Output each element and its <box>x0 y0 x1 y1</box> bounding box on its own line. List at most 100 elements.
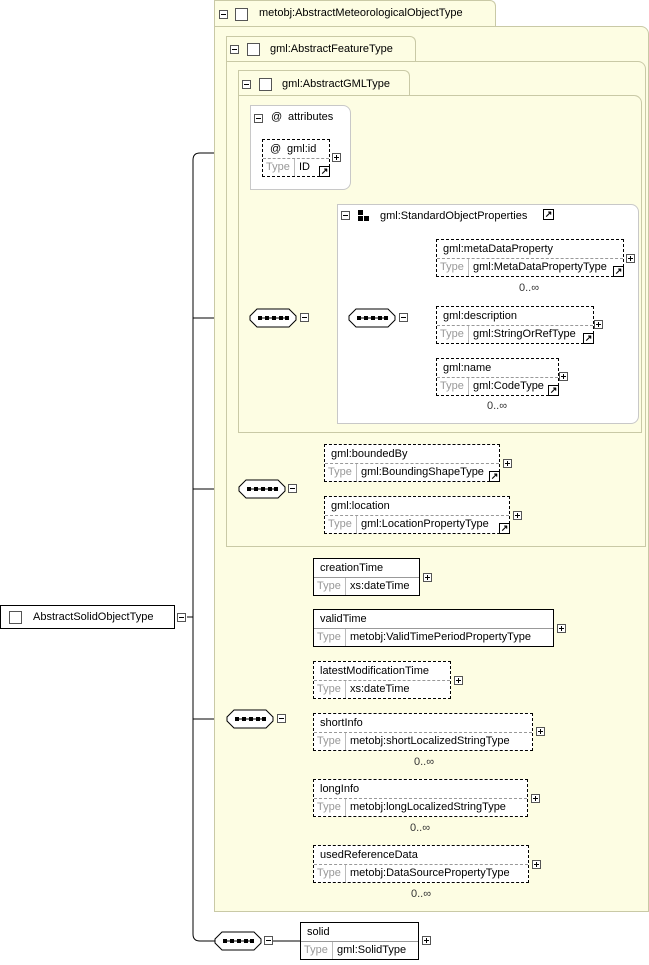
occurrence-label: 0..∞ <box>411 888 432 900</box>
group-name: gml:StandardObjectProperties <box>380 210 528 222</box>
type-value: xs:dateTime <box>350 683 410 695</box>
expand-icon[interactable] <box>594 320 603 329</box>
type-key: Type <box>314 799 346 816</box>
complex-type-icon <box>9 611 22 624</box>
type-link-arrow-icon[interactable]: ↗ <box>489 471 500 482</box>
element-name: gml:name <box>443 362 492 374</box>
type-value: metobj:shortLocalizedStringType <box>350 735 510 747</box>
element-valid-time[interactable]: validTime Type metobj:ValidTimePeriodProp… <box>313 609 554 647</box>
type-key: Type <box>437 378 469 395</box>
sequence-compositor-icon[interactable] <box>214 931 262 951</box>
type-link-arrow-icon[interactable]: ↗ <box>613 266 624 277</box>
attributes-label: attributes <box>288 111 334 123</box>
type-link-arrow-icon[interactable]: ↗ <box>499 523 510 534</box>
type-value: metobj:DataSourcePropertyType <box>350 867 510 879</box>
element-name: usedReferenceData <box>320 849 418 861</box>
root-type-box[interactable]: AbstractSolidObjectType <box>0 605 175 629</box>
expand-icon[interactable] <box>532 860 541 869</box>
type-value: xs:dateTime <box>350 580 410 592</box>
collapse-icon[interactable] <box>277 714 286 723</box>
complex-type-icon <box>259 78 272 91</box>
type-key: Type <box>314 681 346 698</box>
element-name[interactable]: gml:name Type gml:CodeType ↗ <box>436 358 559 396</box>
sequence-compositor-icon[interactable] <box>348 308 396 328</box>
occurrence-label: 0..∞ <box>410 822 431 834</box>
type-key: Type <box>314 629 346 646</box>
root-type-name: AbstractSolidObjectType <box>33 611 154 623</box>
expand-icon[interactable] <box>531 794 540 803</box>
type-value: metobj:longLocalizedStringType <box>350 801 506 813</box>
expand-icon[interactable] <box>422 936 431 945</box>
collapse-icon[interactable] <box>242 80 251 89</box>
expand-icon[interactable] <box>503 459 512 468</box>
collapse-icon[interactable] <box>219 10 228 19</box>
type-key: Type <box>314 865 346 882</box>
element-long-info[interactable]: longInfo Type metobj:longLocalizedStringT… <box>313 779 528 817</box>
element-latest-modification-time[interactable]: latestModificationTime Type xs:dateTime <box>313 661 451 699</box>
expand-icon[interactable] <box>536 727 545 736</box>
extension-meteo-label: metobj:AbstractMeteorologicalObjectType <box>259 7 463 19</box>
element-name: gml:boundedBy <box>331 448 408 460</box>
occurrence-label: 0..∞ <box>519 282 540 294</box>
type-key: Type <box>325 464 357 481</box>
type-link-arrow-icon[interactable]: ↗ <box>583 333 594 344</box>
collapse-icon[interactable] <box>264 936 273 945</box>
type-link-arrow-icon[interactable]: ↗ <box>548 385 559 396</box>
collapse-icon[interactable] <box>177 613 186 622</box>
extension-feature-tab: gml:AbstractFeatureType <box>226 36 416 62</box>
collapse-icon[interactable] <box>341 211 350 220</box>
type-key: Type <box>314 733 346 750</box>
expand-icon[interactable] <box>332 153 341 162</box>
extension-gml-tab: gml:AbstractGMLType <box>238 70 410 96</box>
type-value: gml:SolidType <box>337 944 407 956</box>
type-key: Type <box>301 942 333 959</box>
expand-icon[interactable] <box>626 254 635 263</box>
group-icon <box>358 210 370 222</box>
collapse-icon[interactable] <box>300 313 309 322</box>
element-name: creationTime <box>320 562 384 574</box>
element-name: gml:description <box>443 310 517 322</box>
collapse-icon[interactable] <box>399 313 408 322</box>
collapse-icon[interactable] <box>288 484 297 493</box>
occurrence-label: 0..∞ <box>414 756 435 768</box>
element-name: latestModificationTime <box>320 665 430 677</box>
element-short-info[interactable]: shortInfo Type metobj:shortLocalizedStrin… <box>313 713 533 751</box>
element-creation-time[interactable]: creationTime Type xs:dateTime <box>313 558 420 596</box>
type-value: gml:CodeType <box>473 380 544 392</box>
element-name: gml:location <box>331 500 390 512</box>
sequence-compositor-icon[interactable] <box>226 709 274 729</box>
type-value: metobj:ValidTimePeriodPropertyType <box>350 631 531 643</box>
attribute-at-icon: @ <box>270 143 282 155</box>
collapse-icon[interactable] <box>230 45 239 54</box>
element-name: validTime <box>320 613 367 625</box>
expand-icon[interactable] <box>423 573 432 582</box>
type-key: Type <box>325 516 357 533</box>
element-used-reference-data[interactable]: usedReferenceData Type metobj:DataSourceP… <box>313 845 529 883</box>
sequence-compositor-icon[interactable] <box>249 308 297 328</box>
type-value: gml:LocationPropertyType <box>361 518 489 530</box>
occurrence-label: 0..∞ <box>487 400 508 412</box>
element-name: shortInfo <box>320 717 363 729</box>
expand-icon[interactable] <box>559 372 568 381</box>
sequence-compositor-icon[interactable] <box>238 479 286 499</box>
attribute-at-icon: @ <box>271 111 283 123</box>
type-key: Type <box>314 578 346 595</box>
type-link-arrow-icon[interactable]: ↗ <box>319 166 330 177</box>
element-location[interactable]: gml:location Type gml:LocationPropertyTyp… <box>324 496 510 534</box>
attribute-gml-id[interactable]: @ gml:id Type ID ↗ <box>262 139 330 177</box>
expand-icon[interactable] <box>513 511 522 520</box>
collapse-icon[interactable] <box>254 114 263 123</box>
expand-icon[interactable] <box>557 624 566 633</box>
type-key: Type <box>263 159 295 176</box>
expand-icon[interactable] <box>454 676 463 685</box>
type-value: gml:BoundingShapeType <box>361 466 484 478</box>
complex-type-icon <box>235 8 248 21</box>
element-name: longInfo <box>320 783 360 795</box>
element-name: gml:metaDataProperty <box>443 243 554 255</box>
type-value: gml:StringOrRefType <box>473 328 576 340</box>
type-link-arrow-icon[interactable]: ↗ <box>543 209 554 220</box>
